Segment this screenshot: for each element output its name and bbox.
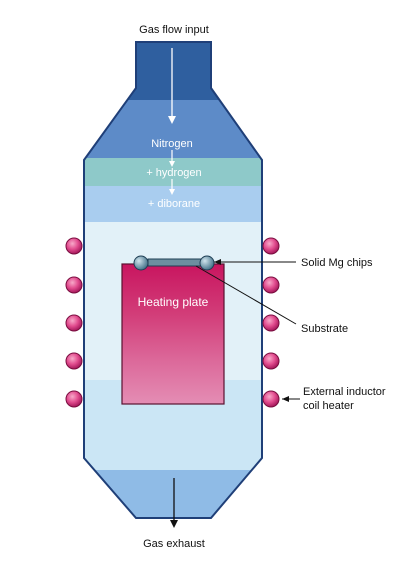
- mg-chip-left: [133, 255, 149, 271]
- diborane-label: + diborane: [148, 198, 200, 210]
- substrate-leader: [195, 265, 297, 325]
- inductor-leader-head: [282, 396, 289, 402]
- gas-exhaust-label: Gas exhaust: [143, 538, 205, 550]
- coil-left-4: [65, 352, 83, 370]
- coil-right-3: [262, 314, 280, 332]
- heating-plate: [121, 263, 225, 405]
- coil-left-1: [65, 237, 83, 255]
- gas-band-inlet: [84, 42, 262, 100]
- coil-right-4: [262, 352, 280, 370]
- substrate: [147, 258, 203, 267]
- inductor-label-line1: External inductor: [303, 386, 386, 398]
- mix-arrowhead-2: [169, 189, 175, 195]
- coil-left-2: [65, 276, 83, 294]
- inlet-arrowhead: [168, 116, 176, 124]
- coil-left-3: [65, 314, 83, 332]
- hydrogen-label: + hydrogen: [146, 167, 201, 179]
- exhaust-arrowhead: [170, 520, 178, 528]
- heating-plate-label: Heating plate: [138, 295, 209, 309]
- solid-mg-chips-label: Solid Mg chips: [301, 257, 373, 269]
- nitrogen-label: Nitrogen: [151, 138, 193, 150]
- coil-right-1: [262, 237, 280, 255]
- coil-column-right: [262, 237, 280, 408]
- coil-left-5: [65, 390, 83, 408]
- mg-chips-leader-head: [214, 259, 221, 265]
- inductor-label-line2: coil heater: [303, 400, 354, 412]
- mix-arrowhead-1: [169, 161, 175, 167]
- mg-chip-right: [199, 255, 215, 271]
- coil-right-5: [262, 390, 280, 408]
- reactor-tube-outline: [83, 41, 263, 519]
- substrate-label: Substrate: [301, 323, 348, 335]
- coil-column-left: [65, 237, 83, 408]
- gas-flow-input-label: Gas flow input: [139, 24, 209, 36]
- coil-right-2: [262, 276, 280, 294]
